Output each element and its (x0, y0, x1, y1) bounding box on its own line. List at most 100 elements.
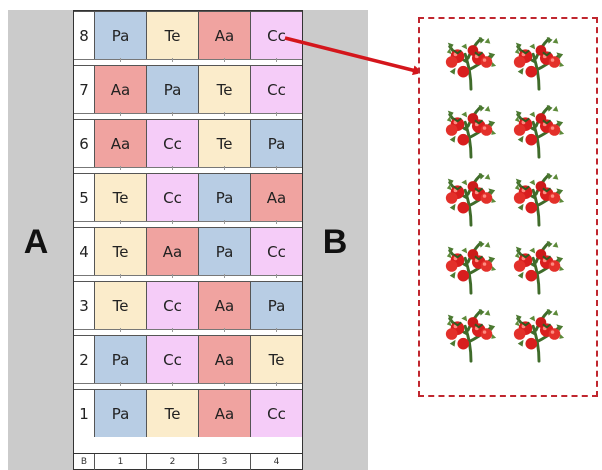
plot-cell: Te (250, 336, 302, 383)
plot-cell: Aa (198, 282, 250, 329)
plot-cell: Pa (94, 12, 146, 59)
separator-tick (120, 112, 121, 116)
row-number: 7 (74, 66, 94, 113)
row-separator (74, 274, 302, 280)
tomato-plant-icon (442, 33, 500, 91)
plot-cell: Cc (250, 66, 302, 113)
plot-cell: Te (94, 282, 146, 329)
plot-cell: Cc (146, 336, 198, 383)
plot-cell: Pa (94, 336, 146, 383)
plot-cell: Pa (198, 174, 250, 221)
left-gray-strip (8, 10, 73, 470)
separator-tick (172, 112, 173, 116)
separator-tick (224, 112, 225, 116)
plot-cell: Aa (146, 228, 198, 275)
right-gray-strip (303, 10, 368, 470)
separator-tick (224, 220, 225, 224)
plot-cell: Pa (94, 390, 146, 437)
row-number: 3 (74, 282, 94, 329)
row-separator (74, 166, 302, 172)
tomato-plants-box (418, 17, 598, 397)
label-b: B (322, 223, 348, 261)
separator-tick (120, 274, 121, 278)
footer-cell: B (80, 457, 88, 467)
plot-cell: Te (146, 390, 198, 437)
footer-cell: 1 (94, 454, 146, 470)
plot-cell: Pa (250, 282, 302, 329)
tomato-plant-icon (510, 305, 568, 363)
row-separator (74, 220, 302, 226)
plot-cell: Te (94, 228, 146, 275)
tomato-plant-icon (510, 101, 568, 159)
separator-tick (276, 166, 277, 170)
plot-cell: Aa (94, 120, 146, 167)
separator-tick (276, 58, 277, 62)
tomato-plant-icon (442, 169, 500, 227)
separator-tick (224, 274, 225, 278)
footer-cell: 2 (146, 454, 198, 470)
separator-tick (276, 220, 277, 224)
plot-cell: Te (146, 12, 198, 59)
separator-tick (120, 166, 121, 170)
separator-tick (120, 328, 121, 332)
tomato-plant-icon (442, 305, 500, 363)
row-number: 2 (74, 336, 94, 383)
plot-cell: Aa (250, 174, 302, 221)
row-separator (74, 328, 302, 334)
separator-tick (224, 58, 225, 62)
separator-tick (224, 166, 225, 170)
separator-tick (276, 112, 277, 116)
tomato-plant-icon (442, 237, 500, 295)
row-number: 8 (74, 12, 94, 59)
plot-cell: Cc (250, 12, 302, 59)
plot-cell: Te (94, 174, 146, 221)
separator-tick (224, 382, 225, 386)
plot-cell: Cc (146, 282, 198, 329)
separator-tick (172, 382, 173, 386)
label-a: A (23, 223, 49, 261)
plot-cell: Cc (146, 120, 198, 167)
row-separator (74, 382, 302, 388)
plot-cell: Aa (198, 390, 250, 437)
plot-cell: Cc (146, 174, 198, 221)
separator-tick (276, 274, 277, 278)
plot-cell: Aa (94, 66, 146, 113)
plot-cell: Cc (250, 390, 302, 437)
plot-cell: Te (198, 66, 250, 113)
row-number: 1 (74, 390, 94, 437)
separator-tick (276, 382, 277, 386)
separator-tick (120, 382, 121, 386)
separator-tick (172, 220, 173, 224)
separator-tick (172, 274, 173, 278)
separator-tick (224, 328, 225, 332)
tomato-plant-icon (510, 169, 568, 227)
separator-tick (120, 58, 121, 62)
separator-tick (172, 58, 173, 62)
plot-cell: Te (198, 120, 250, 167)
plot-cell: Aa (198, 336, 250, 383)
separator-tick (276, 328, 277, 332)
plot-cell: Pa (198, 228, 250, 275)
separator-tick (120, 220, 121, 224)
footer-cell: 4 (250, 454, 302, 470)
tomato-plant-icon (510, 237, 568, 295)
grid-footer: B 1 2 3 4 (74, 453, 302, 470)
row-separator (74, 112, 302, 118)
footer-cell: 3 (198, 454, 250, 470)
plot-cell: Pa (250, 120, 302, 167)
plot-cell: Cc (250, 228, 302, 275)
tomato-plant-icon (510, 33, 568, 91)
row-separator (74, 58, 302, 64)
tomato-plant-icon (442, 101, 500, 159)
row-number: 4 (74, 228, 94, 275)
separator-tick (172, 166, 173, 170)
